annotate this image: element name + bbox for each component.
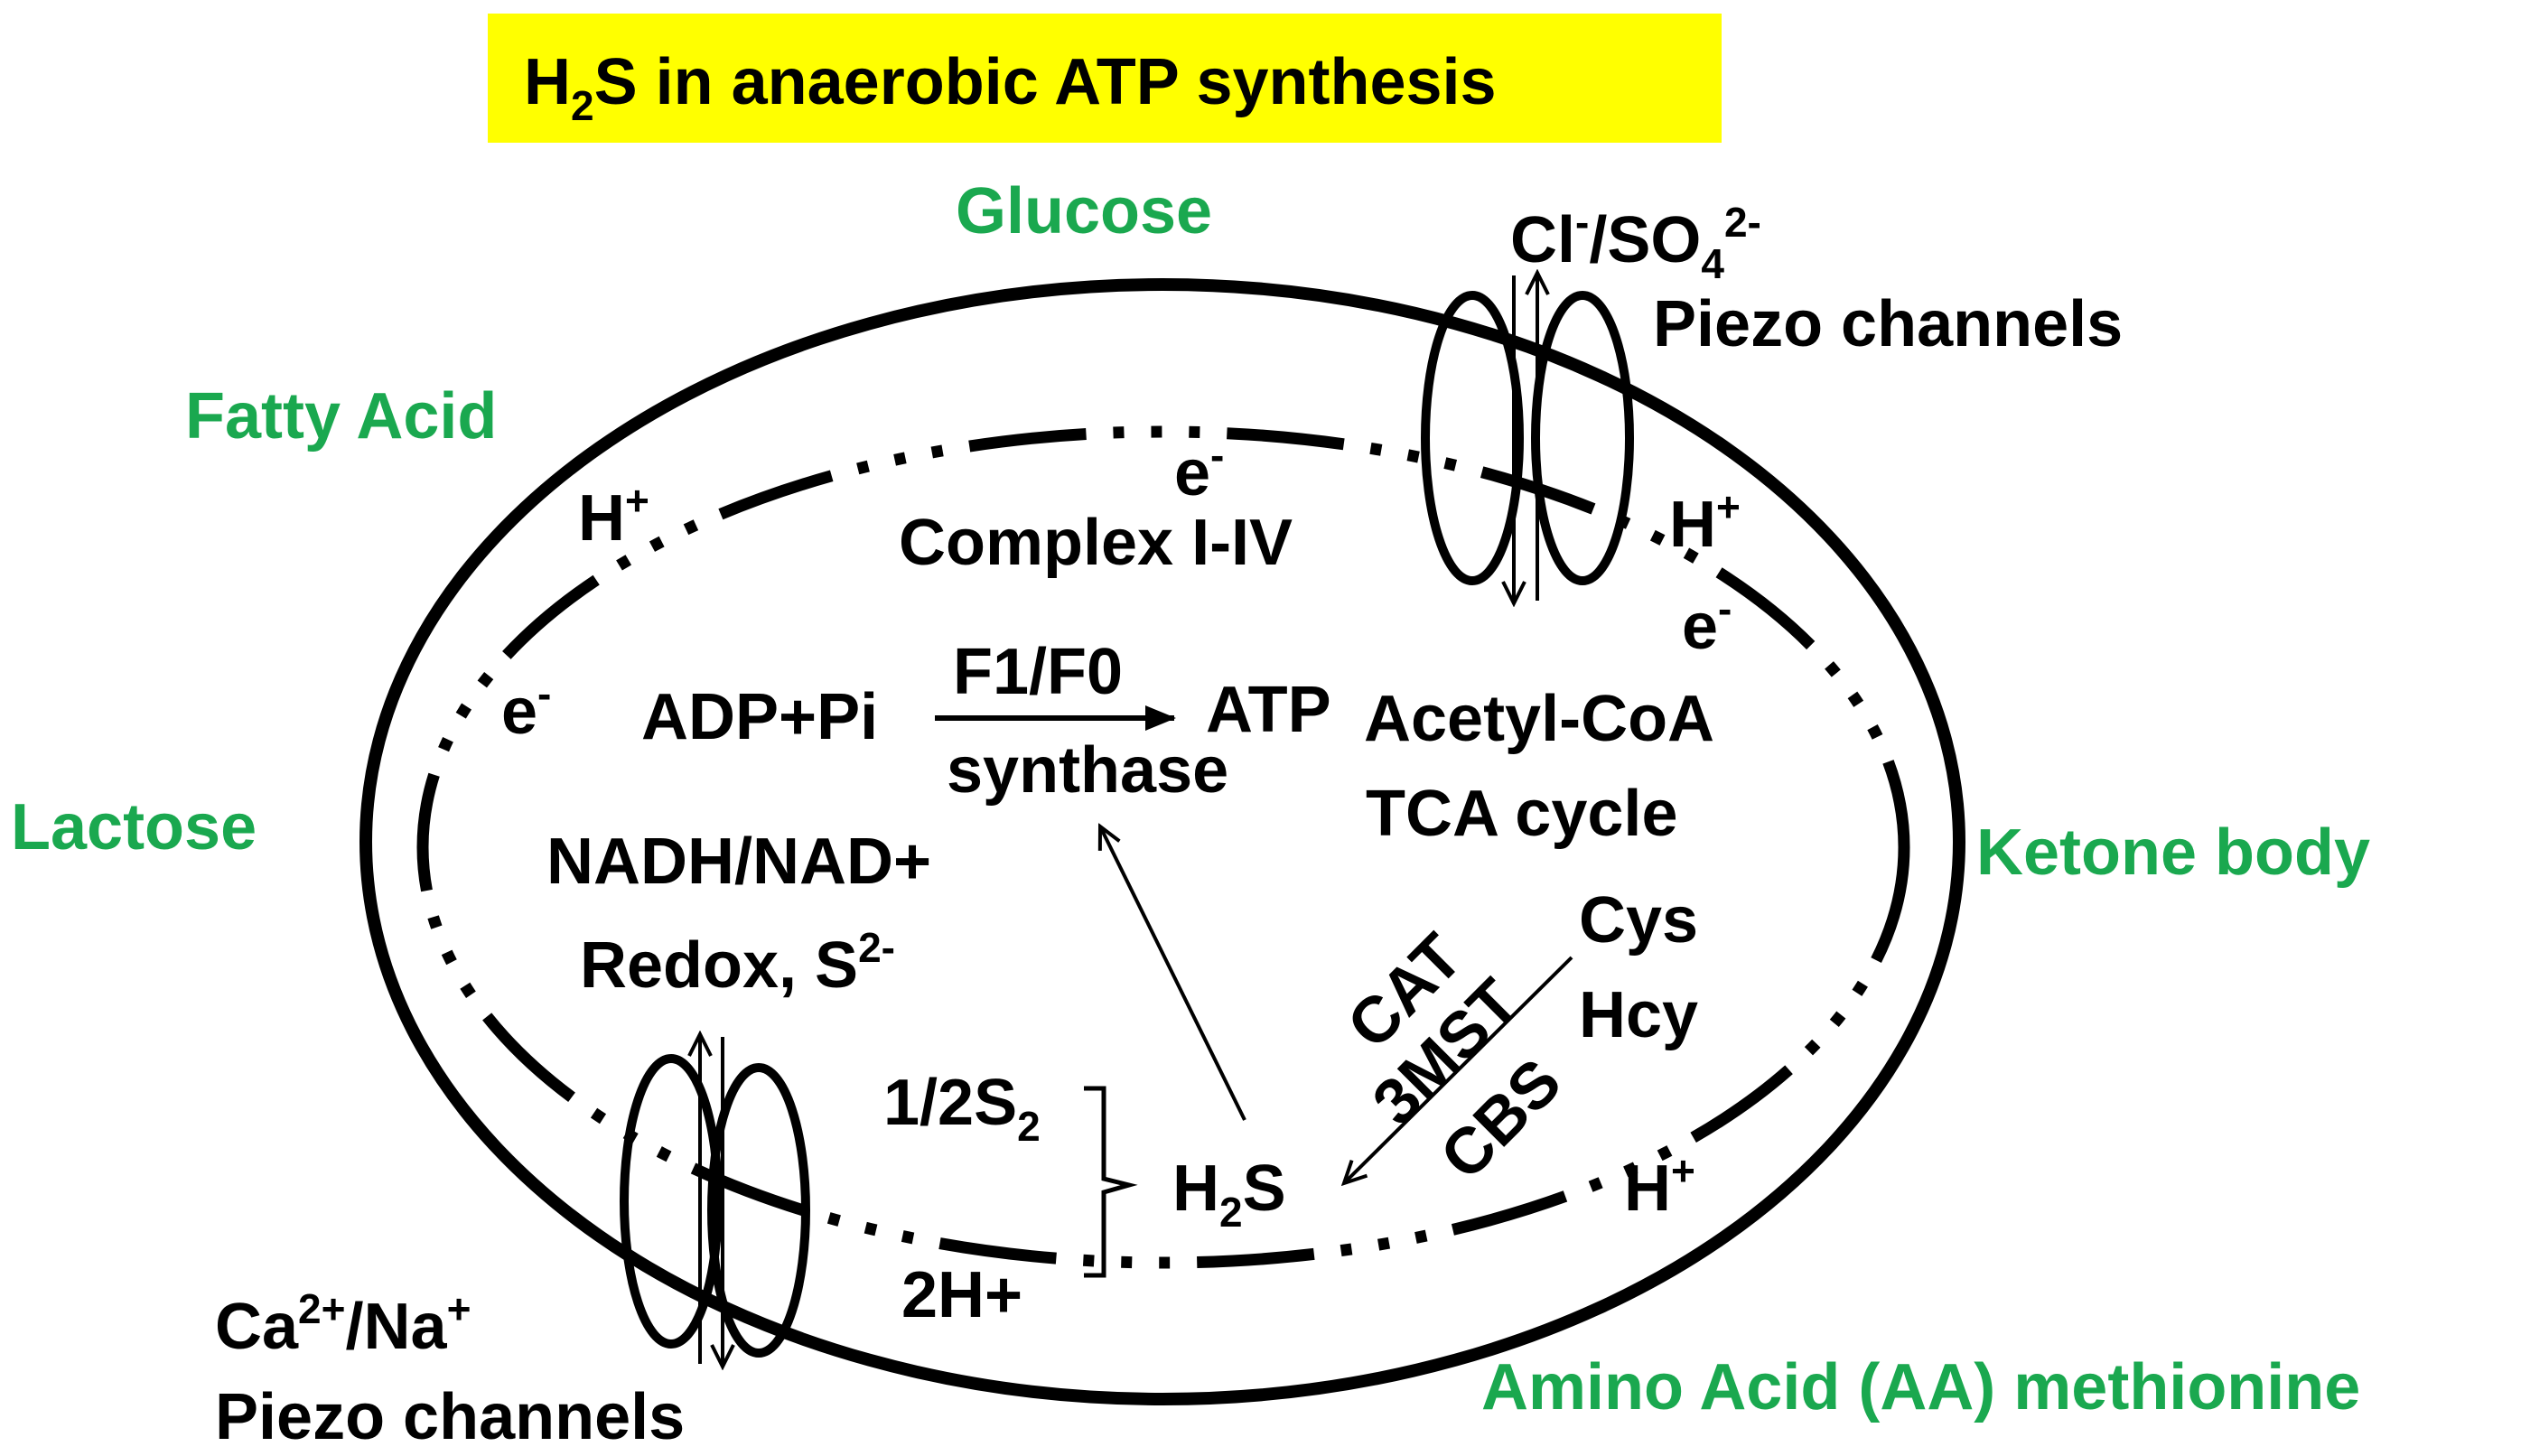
top-channel-label: Piezo channels: [1653, 288, 2123, 360]
bottom-channel-label: Piezo channels: [215, 1381, 685, 1453]
hcy-label: Hcy: [1579, 979, 1698, 1051]
title-background: [488, 14, 1722, 143]
f1f0-label: F1/F0: [953, 636, 1123, 708]
amino-acid-label: Amino Acid (AA) methionine: [1481, 1351, 2360, 1423]
inner-membrane: [416, 425, 1910, 1269]
top-channel-ions: Cl-/SO42-: [1510, 199, 1761, 287]
half-s2-label: 1/2S2: [883, 1067, 1041, 1150]
fatty-acid-label: Fatty Acid: [185, 380, 497, 453]
top-piezo-channel: [1421, 273, 1634, 603]
outer-membrane: [359, 278, 1965, 1405]
cys-label: Cys: [1579, 884, 1698, 957]
h2s-label: H2S: [1172, 1153, 1286, 1236]
nadh-label: NADH/NAD+: [546, 826, 931, 898]
atp-label: ATP: [1206, 674, 1331, 746]
bottom-piezo-channel: [620, 1034, 810, 1367]
bottom-channel-ring-left: [620, 1054, 723, 1349]
h-plus-lower-right: H+: [1624, 1147, 1695, 1225]
bottom-channel-ring-right: [707, 1063, 810, 1358]
lactose-label: Lactose: [11, 791, 257, 863]
top-channel-ring-left: [1421, 291, 1524, 585]
ketone-body-label: Ketone body: [1976, 817, 2370, 889]
h2s-bracket: [1084, 1086, 1138, 1278]
electron-right: e-: [1682, 585, 1732, 663]
redox-label: Redox, S2-: [580, 924, 895, 1002]
acetyl-coa-label: Acetyl-CoA: [1364, 683, 1714, 755]
tca-cycle-label: TCA cycle: [1366, 778, 1677, 850]
complex-label: Complex I-IV: [899, 507, 1293, 579]
adp-pi-label: ADP+Pi: [641, 681, 878, 753]
h-plus-upper-right: H+: [1669, 483, 1741, 561]
bottom-channel-ions: Ca2+/Na+: [215, 1285, 471, 1363]
diagram-title: H2S in anaerobic ATP synthesis: [524, 46, 1497, 129]
synthase-label: synthase: [947, 734, 1228, 807]
two-h-plus-label: 2H+: [901, 1259, 1022, 1331]
h-plus-upper-left: H+: [578, 477, 649, 555]
electron-top: e-: [1174, 432, 1224, 509]
top-channel-ring-right: [1531, 291, 1634, 585]
electron-left: e-: [501, 670, 551, 748]
cys-to-h2s-arrow: [1344, 956, 1573, 1183]
glucose-label: Glucose: [956, 175, 1212, 247]
h2s-to-synthase-arrow: [1100, 826, 1246, 1121]
